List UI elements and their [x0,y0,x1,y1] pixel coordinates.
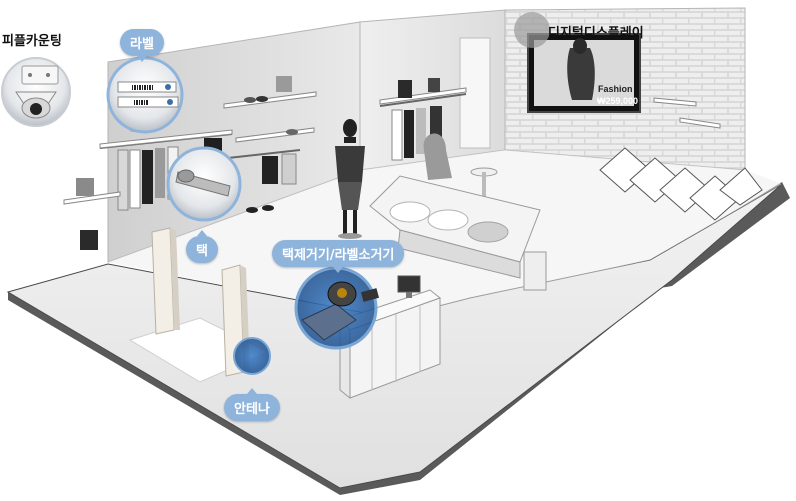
lounge-chair [423,133,498,198]
label-callout [106,56,184,134]
security-gates [151,227,250,377]
tag-callout [166,146,242,222]
detacher-pill: 택제거기/라벨소거기 [272,240,405,273]
display-brand-text: Fashion [598,84,633,94]
shelving [599,97,763,221]
people-counting-label: 피플카운팅 [2,34,62,49]
antenna-pill: 안테나 [224,388,280,421]
label-pill: 라벨 [120,29,164,62]
digital-display-screen: Fashion ₩259,000 [527,33,641,113]
sofa [369,175,547,291]
digital-display-label: 디지털디스플레이 [548,26,644,41]
detacher-callout [294,266,380,350]
mannequin [335,119,365,239]
antenna-callout [233,337,271,375]
digital-display-callout [514,12,550,48]
display-price-text: ₩259,000 [597,96,638,106]
tag-pill: 택 [186,230,218,263]
mid-wall-racks [379,78,467,161]
people-counting-callout [1,57,71,127]
